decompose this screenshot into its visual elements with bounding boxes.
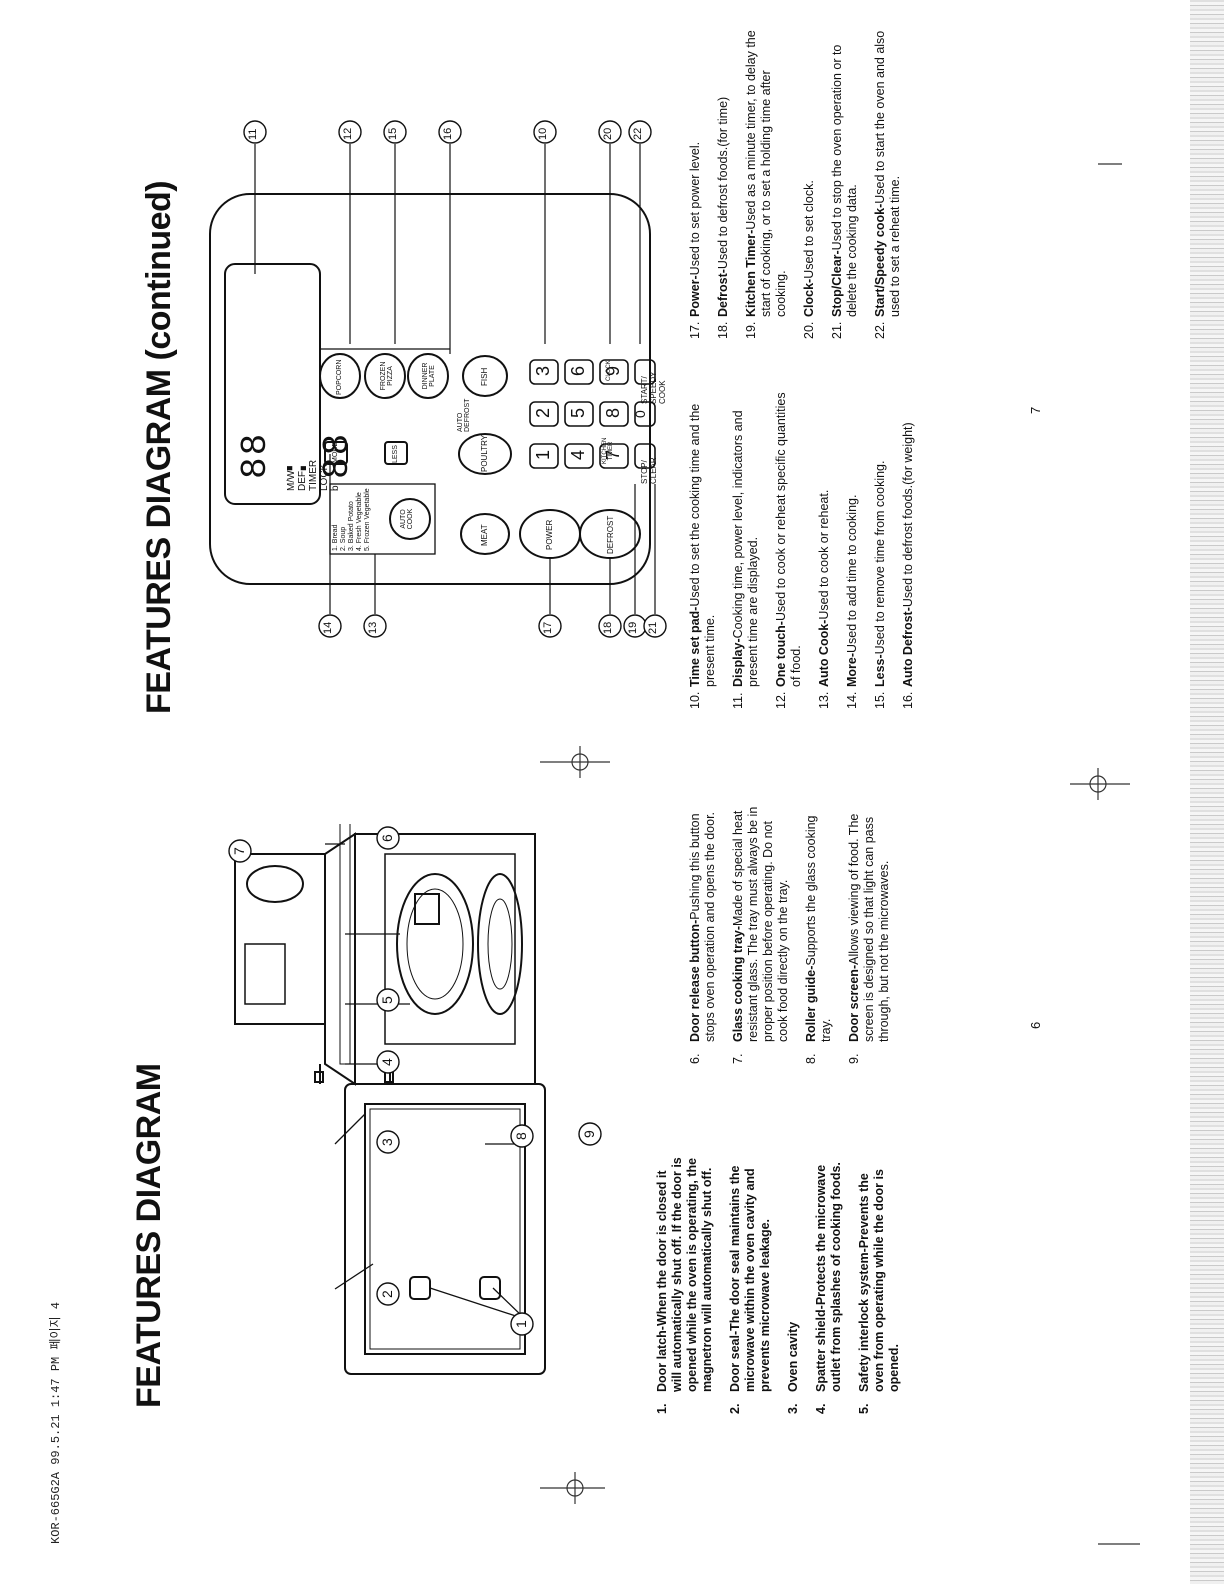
callout-17: 17 <box>542 621 554 634</box>
poultry-button <box>458 433 512 475</box>
feature-item: 14.More-Used to add time to cooking. <box>845 494 859 709</box>
feature-item: 20.Clock-Used to set clock. <box>802 180 816 339</box>
spatter-shield <box>414 893 440 925</box>
feature-item: 22.Start/Speedy cook-Used to start the o… <box>873 30 902 339</box>
callout-10: 10 <box>537 127 549 140</box>
glass-tray <box>396 873 474 1015</box>
scan-edge-artifact <box>1190 0 1224 1584</box>
callout-18: 18 <box>602 621 614 634</box>
feature-item: 21.Stop/Clear-Used to stop the oven oper… <box>830 44 859 339</box>
callout-20: 20 <box>602 127 614 140</box>
feature-item: 10.Time set pad-Used to set the cooking … <box>688 403 717 709</box>
control-panel-diagram <box>209 144 656 614</box>
auto-cook-button <box>389 498 431 540</box>
callout-14: 14 <box>322 621 334 634</box>
frozen-pizza-button <box>364 353 406 399</box>
callout-19: 19 <box>627 621 639 634</box>
callout-12: 12 <box>342 127 354 140</box>
popcorn-button <box>319 353 361 399</box>
feature-item: 12.One touch-Used to cook or reheat spec… <box>774 392 803 709</box>
feature-item: 15.Less-Used to remove time from cooking… <box>873 460 887 709</box>
callout-15: 15 <box>387 127 399 140</box>
feature-item: 19.Kitchen Timer-Used as a minute timer,… <box>744 30 788 339</box>
feature-item: 17.Power-Used to set power level. <box>688 141 702 339</box>
oven-diagram <box>234 824 546 1375</box>
control-window <box>244 943 286 1005</box>
right-feature-list-1: 10.Time set pad-Used to set the cooking … <box>688 389 929 709</box>
more-button <box>324 441 348 465</box>
control-panel-outline <box>234 853 326 1025</box>
callout-11: 11 <box>247 128 259 140</box>
feature-item: 18.Defrost-Used to defrost foods.(for ti… <box>716 96 730 339</box>
feature-item: 13.Auto Cook-Used to cook or reheat. <box>817 489 831 709</box>
meat-button <box>460 513 510 555</box>
panel-outline <box>209 193 651 585</box>
feature-item: 11.Display-Cooking time, power level, in… <box>731 410 760 709</box>
callout-13: 13 <box>367 621 379 634</box>
door-release-button <box>246 865 304 903</box>
less-button <box>384 441 408 465</box>
callout-22: 22 <box>632 127 644 140</box>
right-page-number: 7 <box>1028 406 1043 414</box>
roller-guide <box>477 873 523 1015</box>
callout-16: 16 <box>442 127 454 140</box>
door-screen <box>364 1103 526 1355</box>
right-feature-list-2: 17.Power-Used to set power level. 18.Def… <box>688 29 916 339</box>
door-latch-icon-2 <box>479 1276 501 1300</box>
fish-button <box>462 355 508 397</box>
callout-21: 21 <box>647 621 659 634</box>
dinner-plate-button <box>407 353 449 399</box>
feature-item: 16.Auto Defrost-Used to defrost foods.(f… <box>901 422 915 709</box>
display-window <box>224 263 321 505</box>
